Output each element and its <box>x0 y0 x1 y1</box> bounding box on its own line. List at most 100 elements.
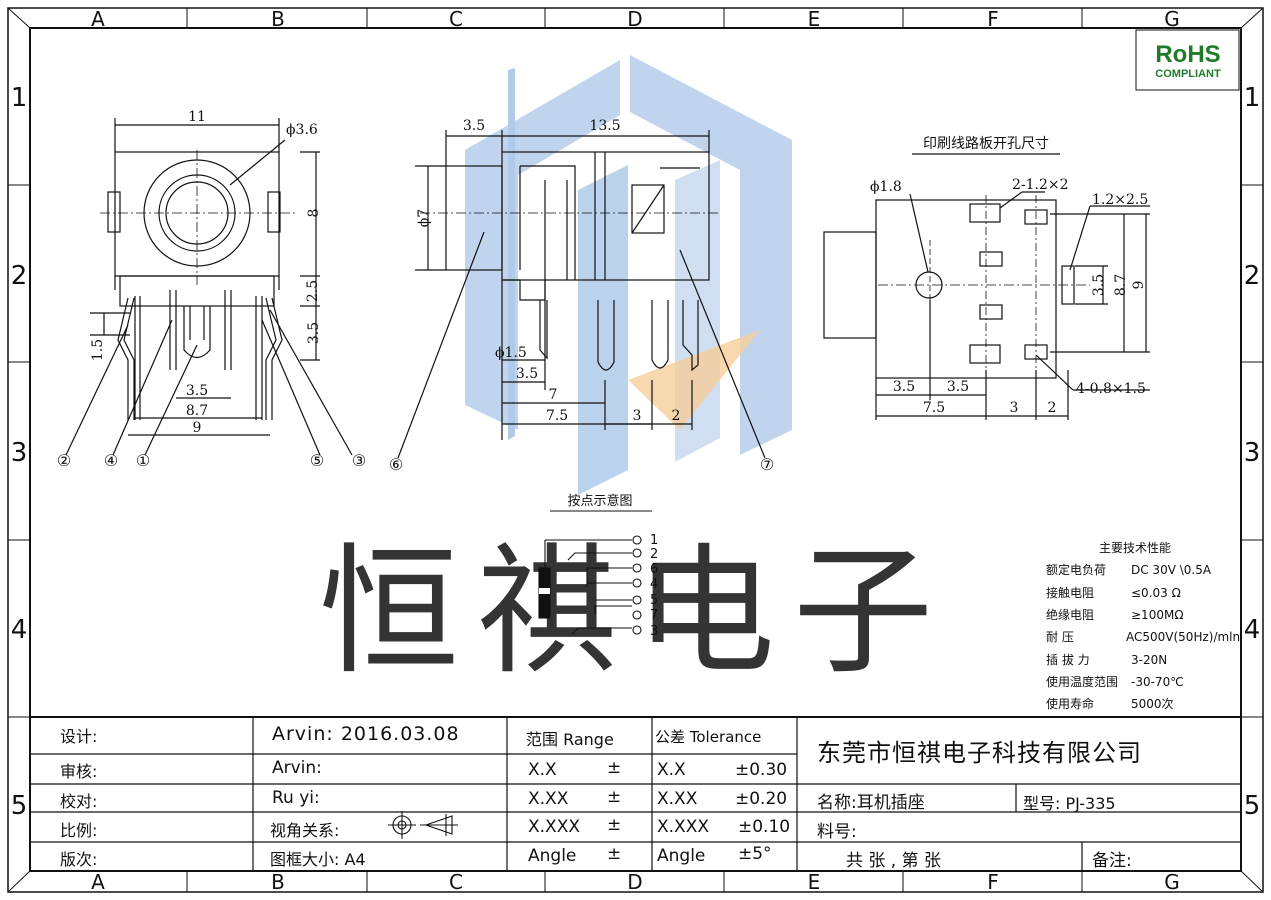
title-block-grid <box>30 716 1241 871</box>
zone-number: 4 <box>11 615 28 645</box>
design-value: Arvin: 2016.03.08 <box>272 723 460 745</box>
check-label: 校对: <box>60 792 98 811</box>
zone-numbers-left: 1 2 3 4 5 <box>11 83 28 821</box>
rohs-badge: RoHS COMPLIANT <box>1135 29 1240 91</box>
spec-value: AC500V(50Hz)/mln <box>1126 630 1240 644</box>
watermark-logo <box>465 55 792 495</box>
spec-label: 接触电阻 <box>1046 585 1094 600</box>
zone-letter: F <box>987 7 999 31</box>
zone-letter: C <box>449 7 463 31</box>
zone-number: 2 <box>11 261 28 291</box>
dim-3: 3 <box>1010 400 1019 416</box>
zone-letter: F <box>987 870 999 894</box>
switch-pin: 3 <box>650 624 658 639</box>
dim-height: 8 <box>306 209 322 218</box>
range-sign: ± <box>607 844 622 864</box>
dim-hole: ϕ3.6 <box>286 122 318 138</box>
watermark-text: 恒祺电子 <box>319 531 951 694</box>
spec-label: 耐 压 <box>1046 630 1074 644</box>
dim-phi1-8: ϕ1.8 <box>870 179 902 195</box>
pin-label: ② <box>57 451 71 470</box>
switch-pin: 1 <box>650 533 658 548</box>
switch-pin: 2 <box>650 547 658 562</box>
spec-label: 插 拔 力 <box>1046 652 1090 667</box>
range-value: X.XXX <box>528 817 580 837</box>
switch-pin: 6 <box>650 562 658 577</box>
tolerance-header: 公差 Tolerance <box>655 728 762 746</box>
range-header: 范围 Range <box>526 730 614 749</box>
pin-label: ⑦ <box>760 455 774 474</box>
view-label: 视角关系: <box>270 821 340 840</box>
zone-letter: E <box>808 7 821 31</box>
zone-letter: C <box>449 870 463 894</box>
frame <box>7 7 1264 893</box>
dim-3-5: 3.5 <box>186 383 208 399</box>
dim-2-12x2: 2-1.2×2 <box>1012 177 1069 193</box>
dim-3: 3 <box>633 408 642 424</box>
zone-number: 1 <box>11 83 28 113</box>
spec-value: ≤0.03 Ω <box>1131 586 1181 600</box>
dim-phi7: ϕ7 <box>416 209 432 227</box>
range-sign: ± <box>607 787 622 807</box>
dim-7: 7 <box>549 387 558 403</box>
spec-value: DC 30V \0.5A <box>1131 563 1212 577</box>
zone-number: 4 <box>1244 615 1261 645</box>
dim-7-5: 7.5 <box>546 408 568 424</box>
rohs-subtitle: COMPLIANT <box>1155 68 1221 80</box>
spec-label: 额定电负荷 <box>1046 562 1106 577</box>
zone-letters-top: A B C D E F G <box>91 7 1180 31</box>
specs-title: 主要技术性能 <box>1099 541 1171 555</box>
zone-number: 5 <box>11 791 28 821</box>
front-view <box>65 118 353 456</box>
dim-3-5-a: 3.5 <box>893 379 915 395</box>
spec-value: -30-70℃ <box>1131 675 1184 689</box>
dim-13-5: 13.5 <box>589 118 620 134</box>
zone-letter: D <box>627 870 642 894</box>
tol-name: X.X <box>657 760 686 780</box>
dim-3-5-right: 3.5 <box>306 322 322 344</box>
pin-label: ⑥ <box>389 455 403 474</box>
remarks-label: 备注: <box>1092 851 1132 871</box>
zone-letter: B <box>271 870 285 894</box>
spec-value: 3-20N <box>1131 653 1167 667</box>
dim-1-2x2-5: 1.2×2.5 <box>1092 192 1148 208</box>
review-label: 审核: <box>60 762 98 781</box>
zone-numbers-right: 1 2 3 4 5 <box>1244 83 1261 821</box>
range-value: X.XX <box>528 789 569 809</box>
sheet-count: 共 张 , 第 张 <box>846 851 942 871</box>
tol-name: X.XX <box>657 789 698 809</box>
tol-name: Angle <box>657 846 706 866</box>
zone-letter: G <box>1164 7 1180 31</box>
switch-title: 按点示意图 <box>567 493 632 509</box>
scale-label: 比例: <box>60 821 98 840</box>
zone-letter: E <box>808 870 821 894</box>
switch-pin: 4 <box>650 577 658 592</box>
switch-pin: 5 <box>650 593 658 608</box>
rohs-title: RoHS <box>1155 41 1220 68</box>
front-view-labels: 11 ϕ3.6 8 2.5 3.5 1.5 3.5 8.7 9 ② ④ ① ⑤ … <box>57 109 366 470</box>
dim-2: 2 <box>672 408 681 424</box>
spec-value: ≥100MΩ <box>1131 608 1183 622</box>
zone-number: 2 <box>1244 261 1261 291</box>
dim-8-7-v: 8.7 <box>1113 274 1129 296</box>
pcb-title: 印刷线路板开孔尺寸 <box>923 136 1049 152</box>
switch-diagram-labels: 按点示意图 1 2 6 4 5 7 3 <box>567 493 658 639</box>
switch-pin: 7 <box>650 608 658 623</box>
tol-value: ±5° <box>738 844 772 864</box>
dim-9: 9 <box>193 420 202 436</box>
pcb-labels: 印刷线路板开孔尺寸 ϕ1.8 2-1.2×2 1.2×2.5 3.5 8.7 9… <box>870 136 1148 416</box>
zone-letter: G <box>1164 870 1180 894</box>
side-view <box>397 130 766 459</box>
spec-label: 使用温度范围 <box>1046 674 1118 689</box>
part-name: 名称:耳机插座 <box>817 793 925 813</box>
pin-label: ③ <box>352 451 366 470</box>
side-view-labels: 3.5 13.5 ϕ7 ϕ1.5 3.5 7 7.5 3 2 ⑥ ⑦ <box>389 118 774 474</box>
design-label: 设计: <box>60 727 98 746</box>
pin-label: ① <box>136 451 150 470</box>
spec-value: 5000次 <box>1131 697 1174 711</box>
spec-label: 绝缘电阻 <box>1046 607 1094 622</box>
dim-4-08x15: 4-0.8×1.5 <box>1076 381 1146 397</box>
dim-3-5-top: 3.5 <box>463 118 485 134</box>
